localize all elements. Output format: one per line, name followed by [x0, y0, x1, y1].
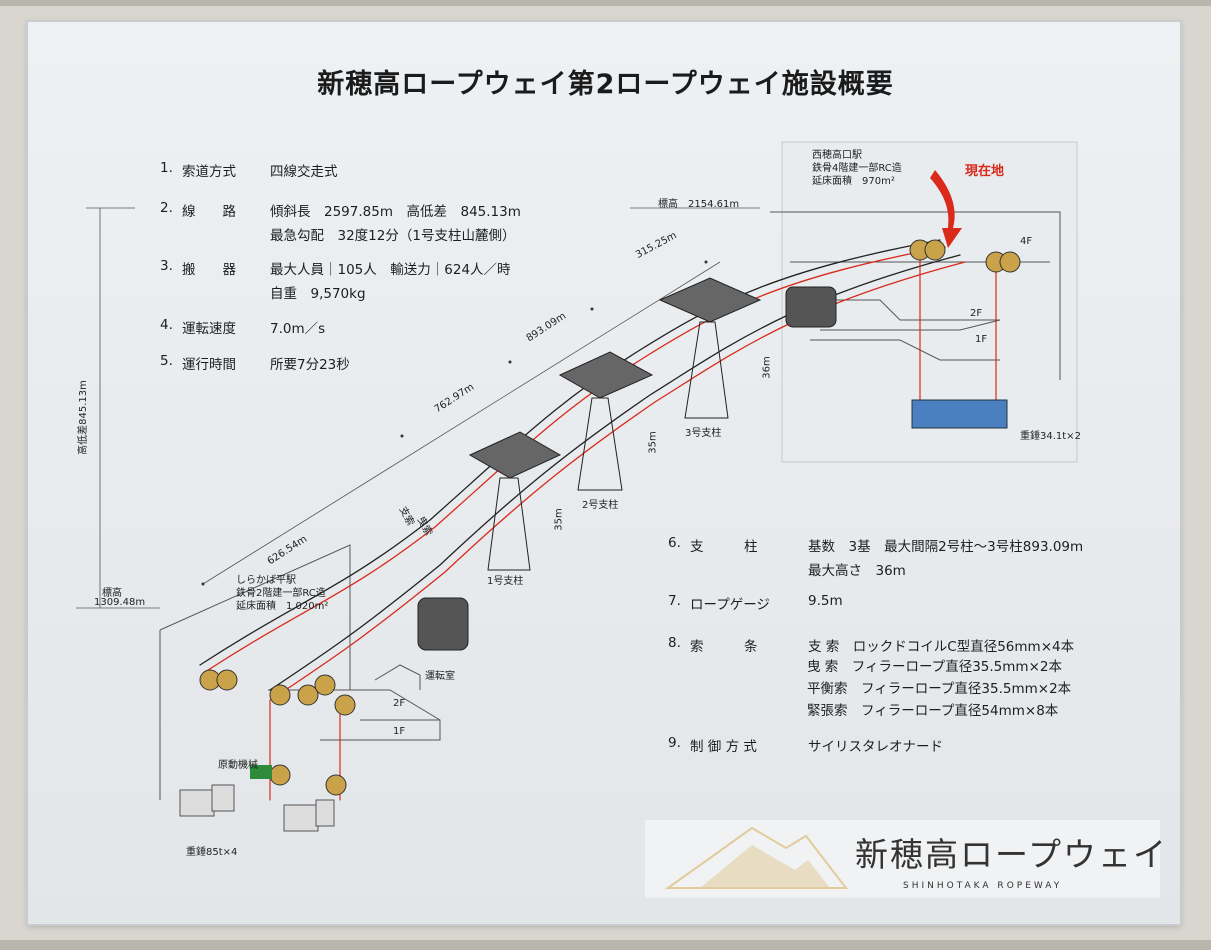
spec-value: 四線交走式 — [270, 164, 338, 180]
cabins — [417, 286, 837, 651]
current-location-label: 現在地 — [965, 164, 1005, 179]
top-station-structure: 鉄骨4階建一部RC造 — [812, 163, 902, 174]
spec-value: サイリスタレオナード — [808, 739, 943, 755]
spec-value-second-line: 最大高さ 36m — [808, 563, 906, 579]
spec-value: 支 索 ロックドコイルC型直径56mm×4本 — [808, 639, 1075, 655]
spec-value-second-line: 最急勾配 32度12分（1号支柱山麓側） — [270, 228, 516, 244]
bottom-weights — [179, 784, 335, 832]
spec-key: 搬 器 — [182, 262, 236, 278]
spec-key: 索道方式 — [182, 164, 236, 180]
spec-number: 1. — [160, 160, 173, 176]
top-station-name: 西穂高口駅 — [812, 150, 862, 161]
bottom-station-area: 延床面積 1,020m² — [236, 601, 329, 612]
wall-trim-top — [0, 0, 1211, 6]
floor-2f-bottom: 2F — [393, 698, 406, 709]
top-sheaves — [909, 239, 1021, 273]
cable-spec-haul: 曳 索 フィラーロープ直径35.5mm×2本 — [807, 659, 1062, 675]
logo-subtitle: SHINHOTAKA ROPEWAY — [903, 881, 1063, 891]
tower-1-label: 1号支柱 — [487, 576, 524, 587]
top-station-area: 延床面積 970m² — [812, 176, 895, 187]
current-location-arrow — [930, 170, 962, 248]
spec-value: 最大人員｜105人 輸送力｜624人／時 — [270, 262, 511, 278]
floor-4f-top: 4F — [1020, 236, 1033, 247]
spec-key: 線 路 — [182, 204, 236, 220]
spec-key: 運転速度 — [182, 321, 236, 337]
drive-motor — [250, 765, 272, 779]
towers — [468, 277, 762, 571]
control-room-label: 運転室 — [425, 671, 455, 682]
spec-value: 9.5m — [808, 593, 843, 609]
wall-trim-bottom — [0, 940, 1211, 950]
bottom-station-outline — [159, 544, 441, 800]
floor-2f-top: 2F — [970, 308, 983, 319]
bottom-station-structure: 鉄骨2階建一部RC造 — [236, 588, 326, 599]
tower-3-label: 3号支柱 — [685, 428, 722, 439]
cable-spec-balance: 平衡索 フィラーロープ直径35.5mm×2本 — [807, 681, 1072, 697]
spec-value: 7.0m／s — [270, 321, 326, 337]
tower-2-label: 2号支柱 — [582, 500, 619, 511]
spec-value: 傾斜長 2597.85m 高低差 845.13m — [270, 204, 521, 220]
spec-number: 8. — [668, 635, 681, 651]
spec-key: 制 御 方 式 — [690, 739, 757, 755]
spec-number: 9. — [668, 735, 681, 751]
spec-key: ロープゲージ — [690, 597, 770, 613]
top-weight-label: 重錘34.1t×2 — [1020, 431, 1081, 442]
spec-number: 6. — [668, 535, 681, 551]
span-ticks — [201, 260, 708, 586]
spec-number: 2. — [160, 200, 173, 216]
floor-1f-top: 1F — [975, 334, 988, 345]
bottom-weight-label: 重錘85t×4 — [186, 847, 238, 858]
spec-number: 4. — [160, 317, 173, 333]
spec-key: 支 柱 — [690, 539, 758, 555]
elevation-guides — [76, 207, 760, 609]
floor-1f-bottom: 1F — [393, 726, 406, 737]
spec-key: 運行時間 — [182, 357, 236, 373]
height-difference-label: 高低差845.13m — [77, 380, 89, 455]
spec-number: 7. — [668, 593, 681, 609]
bottom-sheaves — [199, 669, 356, 796]
spec-value: 所要7分23秒 — [270, 357, 350, 373]
drive-label: 原動機械 — [218, 760, 258, 771]
spec-value: 基数 3基 最大間隔2号柱～3号柱893.09m — [808, 539, 1084, 555]
cable-spec-tension: 緊張索 フィラーロープ直径54mm×8本 — [807, 703, 1059, 719]
logo-mountains — [664, 826, 849, 889]
top-counterweight — [911, 399, 1008, 429]
elevation-bottom-value: 1309.48m — [94, 597, 146, 608]
page-title: 新穂高ロープウェイ第2ロープウェイ施設概要 — [317, 69, 894, 100]
elevation-top: 標高 2154.61m — [658, 199, 740, 210]
tower-3-height: 36m — [761, 356, 773, 379]
spec-key: 索 条 — [690, 639, 758, 655]
elevation-bottom-label: 標高 — [102, 588, 122, 599]
spec-number: 5. — [160, 353, 173, 369]
spec-number: 3. — [160, 258, 173, 274]
tower-2-height: 35m — [647, 431, 659, 454]
tower-1-height: 35m — [553, 508, 565, 531]
logo-name: 新穂高ロープウェイ — [855, 835, 1169, 874]
logo-panel — [645, 820, 1160, 898]
spec-value-second-line: 自重 9,570kg — [270, 286, 366, 302]
bottom-station-name: しらかば平駅 — [236, 575, 296, 586]
